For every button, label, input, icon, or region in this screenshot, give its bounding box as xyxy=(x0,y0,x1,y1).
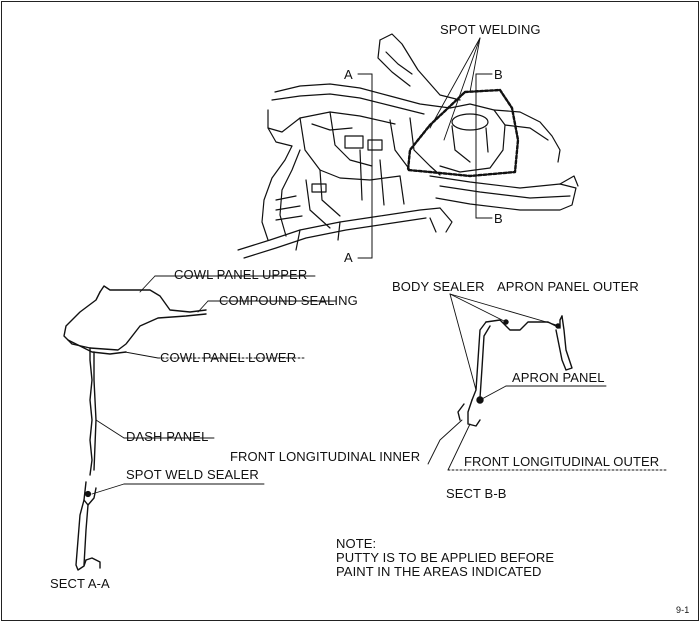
body-sealer-label: BODY SEALER xyxy=(392,279,485,294)
apron-panel-outer-label: APRON PANEL OUTER xyxy=(497,279,639,294)
compound-sealing-label: COMPOUND SEALING xyxy=(219,293,358,308)
section-a-top-marker: A xyxy=(344,67,353,82)
cowl-panel-lower-label: COWL PANEL LOWER xyxy=(160,350,297,365)
body-structure-illustration xyxy=(237,33,579,259)
section-a-leaders xyxy=(91,275,337,495)
section-b-leaders xyxy=(427,293,667,471)
figure-id: 9-1 xyxy=(676,605,690,615)
section-b-profile xyxy=(457,315,573,427)
apron-panel-label: APRON PANEL xyxy=(512,370,605,385)
section-cut-lines xyxy=(357,73,493,259)
spot-weld-sealer-label: SPOT WELD SEALER xyxy=(126,467,259,482)
section-b-bottom-marker: B xyxy=(494,211,503,226)
front-longitudinal-outer-label: FRONT LONGITUDINAL OUTER xyxy=(464,454,660,469)
front-longitudinal-inner-label: FRONT LONGITUDINAL INNER xyxy=(230,449,421,464)
section-b-top-marker: B xyxy=(494,67,503,82)
note-line-2: PAINT IN THE AREAS INDICATED xyxy=(336,564,542,579)
note-line-1: PUTTY IS TO BE APPLIED BEFORE xyxy=(336,550,555,565)
section-a-profile xyxy=(63,285,207,571)
spot-welding-label: SPOT WELDING xyxy=(440,22,541,37)
cowl-panel-upper-label: COWL PANEL UPPER xyxy=(174,267,308,282)
spot-welding-leaders xyxy=(429,37,481,141)
section-b-title: SECT B-B xyxy=(446,486,507,501)
section-a-title: SECT A-A xyxy=(50,576,110,591)
section-a-bottom-marker: A xyxy=(344,250,353,265)
note-block: NOTE: PUTTY IS TO BE APPLIED BEFORE PAIN… xyxy=(336,537,554,579)
dash-panel-label: DASH PANEL xyxy=(126,429,209,444)
note-title: NOTE: xyxy=(336,536,377,551)
